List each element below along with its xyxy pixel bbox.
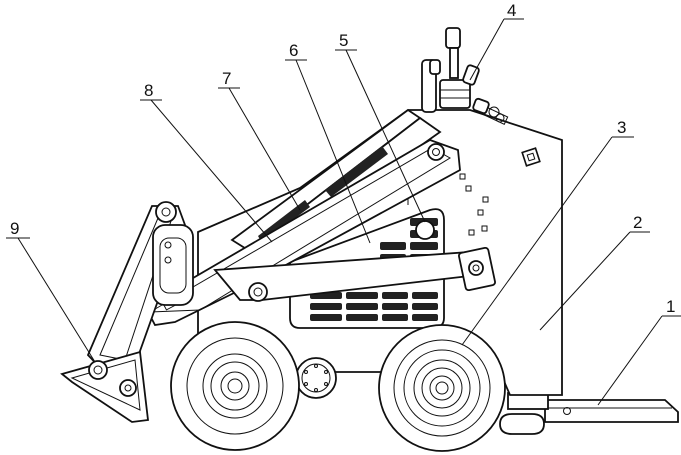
front-attachment bbox=[60, 350, 149, 423]
chassis-bolts bbox=[459, 173, 489, 236]
callout-4: 4 bbox=[507, 1, 516, 20]
hydraulic-cylinder bbox=[213, 246, 496, 302]
callout-8: 8 bbox=[144, 81, 153, 100]
front-wheel bbox=[170, 321, 300, 451]
rear-wheel bbox=[378, 324, 506, 452]
callout-2: 2 bbox=[633, 213, 642, 232]
fuel-cap bbox=[415, 220, 435, 240]
callout-3: 3 bbox=[617, 118, 626, 137]
leader-lines bbox=[6, 18, 681, 406]
callout-labels: 1 2 3 4 5 6 7 8 9 bbox=[10, 1, 675, 316]
callout-1: 1 bbox=[666, 297, 675, 316]
control-levers bbox=[421, 27, 509, 125]
panel-square bbox=[521, 147, 541, 167]
callout-9: 9 bbox=[10, 219, 19, 238]
callout-5: 5 bbox=[339, 31, 348, 50]
rear-platform bbox=[499, 392, 679, 435]
callout-7: 7 bbox=[222, 69, 231, 88]
callout-6: 6 bbox=[289, 41, 298, 60]
drive-hub bbox=[295, 357, 337, 399]
